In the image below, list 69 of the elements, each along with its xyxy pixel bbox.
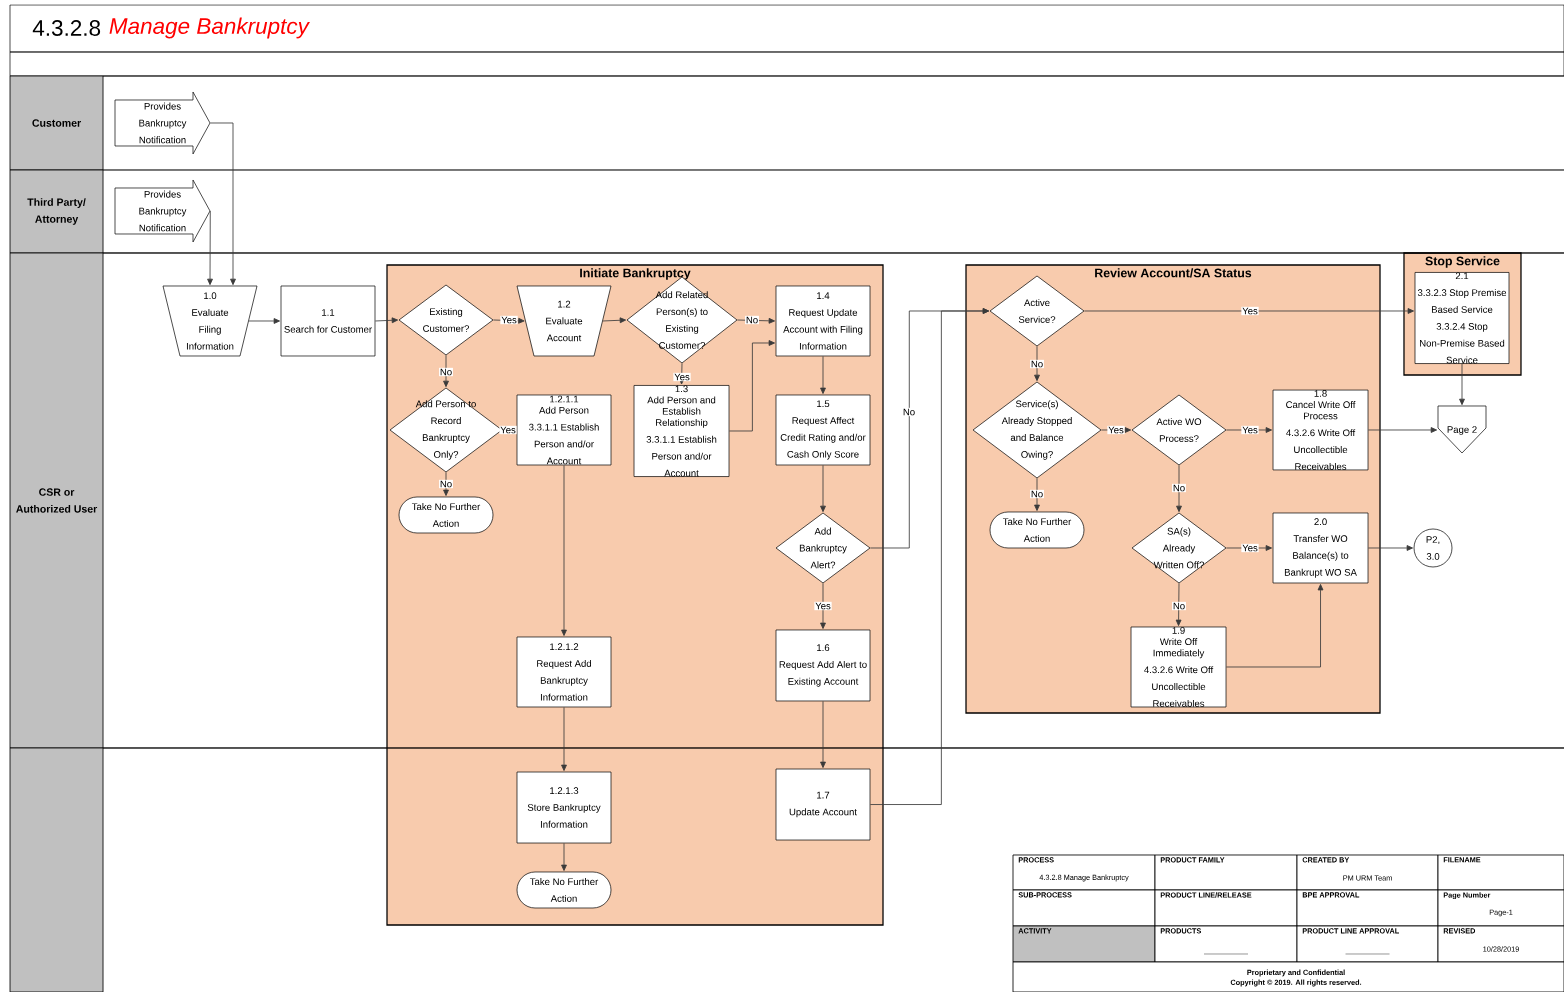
- arrow: [1034, 477, 1040, 511]
- arrow: [1225, 584, 1324, 668]
- arrow: [209, 122, 236, 286]
- edge-label: Yes: [814, 601, 832, 611]
- arrow: [820, 355, 826, 394]
- process-box: 2.0 Transfer WO Balance(s) to Bankrupt WO SA: [1272, 512, 1369, 584]
- arrow: [1100, 427, 1132, 433]
- terminator: Take No Further Action: [989, 511, 1085, 549]
- edge-label: Yes: [1241, 306, 1259, 316]
- arrow: [1034, 345, 1040, 382]
- terminator: Take No Further Action: [516, 871, 612, 909]
- arrow: [443, 354, 449, 388]
- off-page-connector: Page 2: [1437, 405, 1487, 454]
- process-box: 1.3 Add Person and Establish Relationship 3.3.1.1 Establish Person and/or Account: [633, 385, 730, 477]
- process-box: 1.2.1.3 Store Bankruptcy Information: [516, 771, 612, 844]
- swimlane: Customer: [9, 75, 104, 171]
- arrow: [820, 464, 826, 513]
- edge-label: Yes: [499, 425, 517, 435]
- process-box: 1.2.1.2 Request Add Bankruptcy Information: [516, 636, 612, 708]
- arrow: [248, 318, 280, 324]
- process-box: 1.4 Request Update Account with Filing Information: [775, 285, 871, 357]
- arrow: [1459, 363, 1465, 406]
- subtitle: Manage Bankruptcy: [109, 17, 310, 39]
- arrow: [443, 471, 449, 496]
- arrow: [374, 317, 399, 324]
- process-box: 1.5 Request Affect Credit Rating and/or Cash Only Score: [775, 394, 871, 466]
- arrow: [736, 317, 775, 324]
- edge-label: Yes: [1107, 425, 1125, 435]
- arrow: [1367, 545, 1413, 551]
- arrow: [602, 317, 627, 324]
- edge-label: No: [1030, 359, 1044, 369]
- arrow: [492, 317, 525, 324]
- arrow: [1176, 464, 1182, 513]
- arrow: [561, 842, 567, 871]
- arrow: [820, 700, 826, 768]
- edge-label: No: [1030, 489, 1044, 499]
- arrow: [1225, 427, 1273, 433]
- arrow: [1175, 582, 1182, 626]
- process-box: 1.6 Request Add Alert to Existing Account: [775, 629, 871, 702]
- arrow: [561, 464, 567, 636]
- edge-label: No: [745, 315, 759, 325]
- process-box: 1.9 Write Off Immediately 4.3.2.6 Write Off Uncollectible Receivables: [1130, 626, 1227, 708]
- edge-label: Yes: [1241, 425, 1259, 435]
- arrow: [1225, 545, 1273, 551]
- trapezoid-step: 1.0 Evaluate Filing Information: [162, 285, 258, 357]
- swimlane: [9, 747, 104, 992]
- edge-label: No: [1172, 483, 1186, 493]
- arrow: [1367, 427, 1438, 433]
- terminator: Take No Further Action: [398, 496, 494, 534]
- edge-label: Yes: [500, 315, 518, 325]
- edge-label: Yes: [673, 372, 691, 382]
- swimlane: Third Party/ Attorney: [9, 169, 104, 254]
- arrow: [728, 340, 775, 432]
- process-box: 2.1 3.3.2.3 Stop Premise Based Service 3.3.2.4 Stop Non-Premise Based Service: [1414, 272, 1510, 364]
- arrow: [820, 582, 826, 629]
- process-box: 1.1 Search for Customer: [280, 285, 376, 357]
- process-box: 1.8 Cancel Write Off Process 4.3.2.6 Write Off Uncollectible Receivables: [1272, 389, 1369, 471]
- trapezoid-step: 1.2 Evaluate Account: [516, 285, 612, 357]
- edge-label: No: [439, 367, 453, 377]
- process-box: 1.2.1.1 Add Person 3.3.1.1 Establish Person and/or Account: [516, 394, 612, 466]
- edge-label: Yes: [1241, 543, 1259, 553]
- edge-label: No: [902, 407, 916, 417]
- process-box: 1.7 Update Account: [775, 768, 871, 841]
- edge-label: No: [439, 479, 453, 489]
- arrow: [561, 706, 567, 771]
- arrow: [207, 210, 213, 286]
- arrow: [1083, 308, 1414, 314]
- edge-label: No: [1172, 601, 1186, 611]
- arrow: [869, 308, 990, 805]
